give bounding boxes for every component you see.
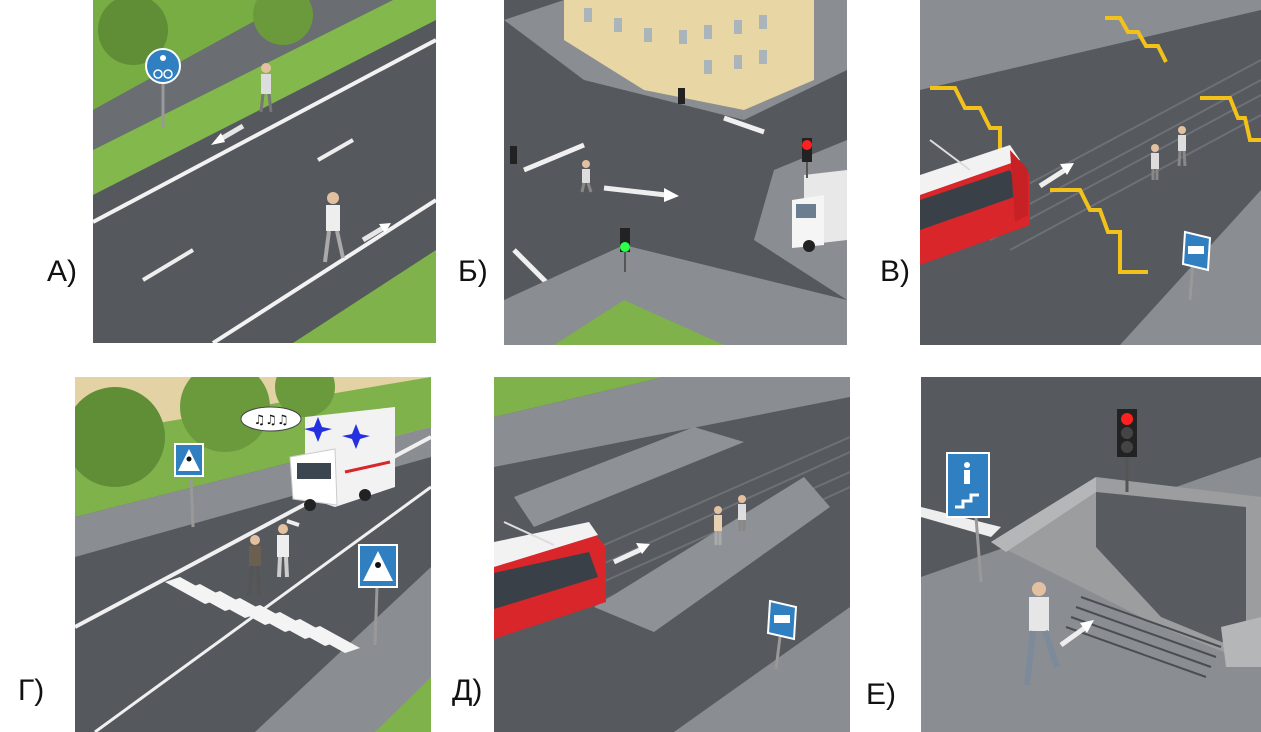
scene-g: ♫♫♫ (75, 377, 431, 732)
siren-light (304, 417, 370, 449)
scene-b (504, 0, 847, 345)
pedestrian (259, 63, 273, 113)
underpass-sign (946, 452, 990, 583)
tram-stop-sign (1181, 230, 1212, 301)
label-g: Г) (18, 674, 45, 707)
pedestrian (247, 535, 261, 596)
zebra-crossing (165, 577, 360, 653)
tram-stop-sign (766, 599, 798, 670)
pedestrian (1024, 582, 1060, 686)
ambulance (289, 407, 395, 511)
direction-arrow (286, 519, 300, 527)
tram (494, 521, 606, 639)
crosswalk-sign (358, 544, 398, 646)
label-e: Е) (866, 678, 896, 711)
label-b: Б) (458, 255, 488, 288)
scene-e-illustration (921, 377, 1261, 732)
pedestrian (1151, 144, 1159, 180)
traffic-light (1117, 409, 1137, 492)
svg-text:♫♫♫: ♫♫♫ (254, 413, 289, 428)
scene-v-illustration (920, 0, 1261, 345)
pedestrian (323, 192, 345, 263)
speech-bubble: ♫♫♫ (240, 406, 302, 432)
traffic-light (678, 88, 685, 104)
cycle-pedestrian-path-sign (145, 48, 181, 128)
pedestrian (277, 524, 289, 578)
scene-e (921, 377, 1261, 732)
pedestrian (1177, 126, 1187, 167)
scene-a (93, 0, 436, 343)
label-v: В) (880, 255, 910, 288)
pedestrian (580, 160, 593, 193)
underpass-entrance (991, 477, 1261, 678)
direction-arrow (361, 225, 385, 243)
scene-g-illustration: ♫♫♫ (75, 377, 431, 732)
direction-arrow (1038, 165, 1070, 189)
scene-v (920, 0, 1261, 345)
traffic-light (620, 228, 630, 272)
pedestrian (714, 506, 722, 545)
label-d: Д) (452, 674, 483, 707)
safety-island (594, 477, 830, 632)
label-a: А) (47, 255, 77, 288)
traffic-light (802, 138, 812, 178)
truck (792, 170, 847, 252)
direction-arrow (603, 185, 667, 198)
scene-a-illustration (93, 0, 436, 343)
direction-arrow (1059, 624, 1088, 648)
scene-d (494, 377, 850, 732)
pedestrian (738, 495, 746, 531)
scene-d-illustration (494, 377, 850, 732)
traffic-light (510, 146, 517, 164)
tram (920, 139, 1030, 265)
direction-arrow (612, 546, 644, 565)
safety-island (514, 427, 744, 527)
scene-b-illustration (504, 0, 847, 345)
crosswalk-sign (174, 443, 204, 528)
